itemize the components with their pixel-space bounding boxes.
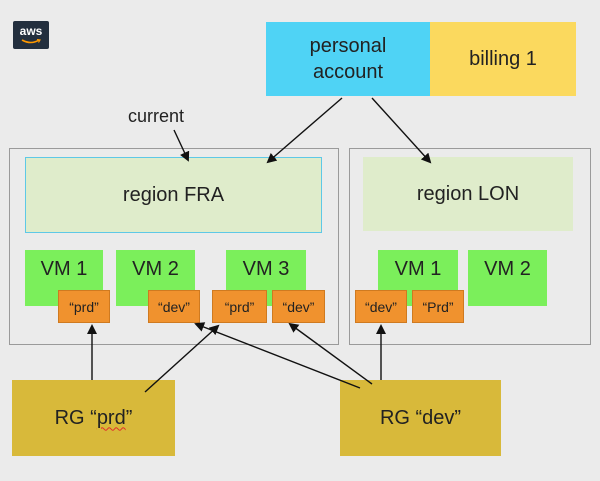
tag-label: “prd” bbox=[69, 298, 99, 315]
tag-label: “dev” bbox=[282, 298, 315, 315]
region-fra-label: region FRA bbox=[122, 183, 225, 206]
region-lon-label: region LON bbox=[416, 182, 520, 205]
rg-dev-label: RG “dev” bbox=[379, 406, 462, 429]
vm-label: VM 2 bbox=[484, 258, 531, 280]
current-label: current bbox=[128, 106, 185, 126]
account-line-2: account bbox=[312, 61, 384, 83]
rg-prd-label: RG “prd” bbox=[54, 406, 133, 429]
aws-logo-text: aws bbox=[19, 24, 43, 38]
vm-lon-2: VM 2 bbox=[468, 250, 547, 306]
vm-label: VM 3 bbox=[242, 258, 290, 280]
arrow-rgprd-to-tag3 bbox=[144, 324, 220, 393]
rg-prd-box: RG “prd” bbox=[12, 380, 175, 456]
tag-fra-vm1-prd: “prd” bbox=[58, 290, 110, 323]
billing-box: billing 1 bbox=[430, 22, 576, 96]
region-lon-box: region LON bbox=[363, 157, 573, 231]
vm-label: VM 1 bbox=[40, 258, 88, 280]
arrow-account-to-lon bbox=[371, 97, 432, 164]
tag-fra-vm3-dev: “dev” bbox=[272, 290, 325, 323]
region-fra-frame bbox=[9, 148, 339, 345]
tag-label: “dev” bbox=[365, 298, 397, 315]
tag-fra-vm3-prd: “prd” bbox=[212, 290, 267, 323]
tag-lon-vm1-dev: “dev” bbox=[355, 290, 407, 323]
billing-label: billing 1 bbox=[469, 47, 537, 70]
aws-smile-icon bbox=[21, 39, 41, 44]
arrow-rgdev-to-tag2 bbox=[194, 322, 361, 389]
aws-logo: aws bbox=[13, 21, 49, 49]
tag-label: “prd” bbox=[224, 298, 255, 315]
arrow-account-to-fra bbox=[266, 97, 343, 164]
arrow-rgdev-to-tag4 bbox=[288, 322, 373, 385]
arrow-current-to-fra bbox=[173, 129, 190, 162]
tag-lon-vm1-prd: “Prd” bbox=[412, 290, 464, 323]
region-lon-frame bbox=[349, 148, 591, 345]
tag-label: “Prd” bbox=[422, 298, 454, 315]
vm-label: VM 2 bbox=[132, 258, 179, 280]
tag-fra-vm2-dev: “dev” bbox=[148, 290, 200, 323]
rg-dev-box: RG “dev” bbox=[340, 380, 501, 456]
tag-label: “dev” bbox=[158, 298, 190, 315]
personal-account-box: personal account bbox=[266, 22, 430, 96]
region-fra-box: region FRA bbox=[25, 157, 322, 233]
vm-label: VM 1 bbox=[394, 258, 442, 280]
account-line-1: personal bbox=[309, 35, 387, 57]
